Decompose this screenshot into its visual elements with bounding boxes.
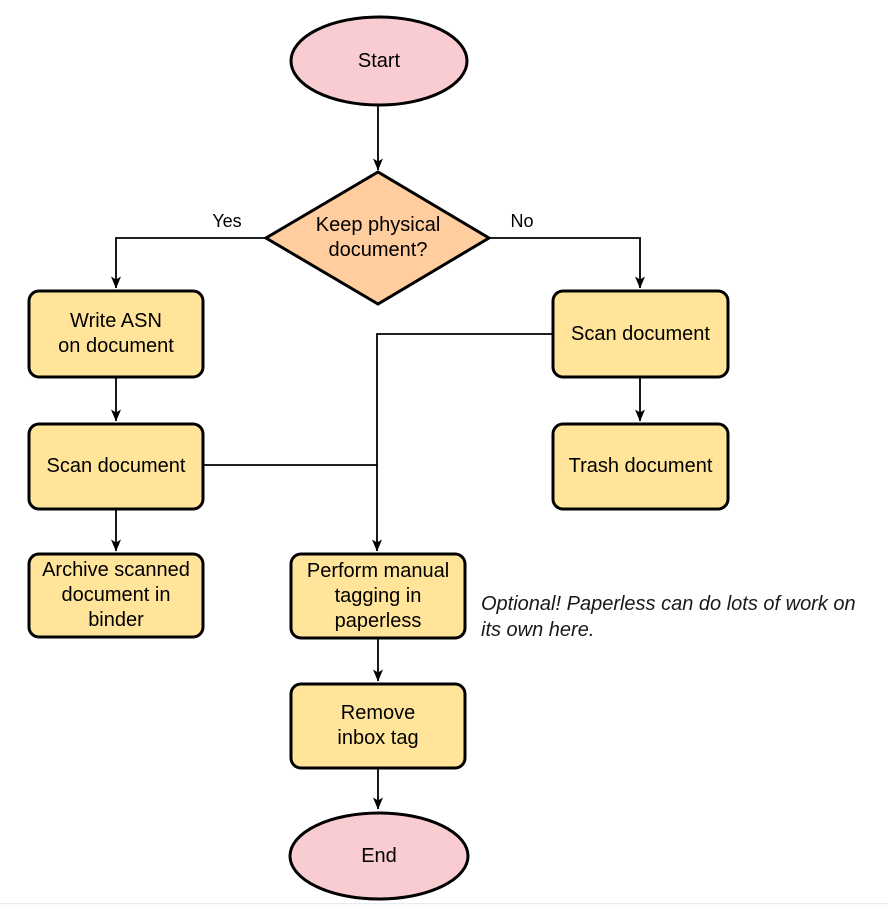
node-end-shape (288, 811, 470, 901)
edge-decision-yes-to-write-asn (111, 237, 266, 289)
node-remove-inbox-shape (289, 682, 467, 770)
node-write-asn-shape (27, 289, 205, 379)
node-scan-left-shape (27, 422, 205, 511)
edge-label-yes: Yes (212, 211, 242, 231)
node-tagging-shape (289, 552, 467, 640)
node-start-shape (289, 15, 469, 107)
viewport-bottom-edge (0, 903, 888, 907)
node-decision-shape (263, 170, 492, 306)
edge-label-no: No (510, 211, 534, 231)
node-archive-shape (27, 552, 205, 639)
node-trash-shape (551, 422, 730, 511)
edge-scan-right-to-tagging (372, 333, 553, 552)
optional-note: Optional! Paperless can do lots of work … (481, 593, 856, 641)
node-scan-right-shape (551, 289, 730, 379)
edge-decision-no-to-scan-right (489, 237, 645, 289)
